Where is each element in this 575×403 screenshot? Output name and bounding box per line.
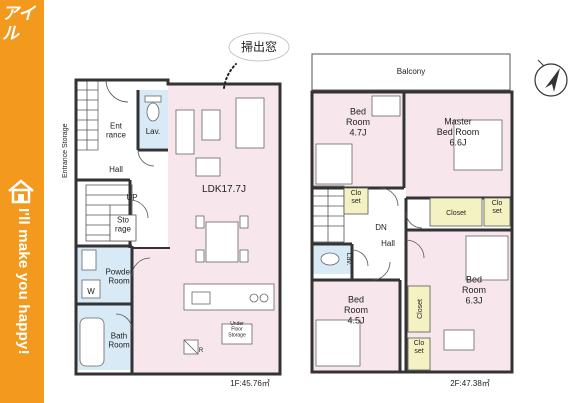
- underfloor-storage-hatch: [221, 323, 253, 345]
- floor1-inner-walls: [76, 90, 168, 374]
- bed-2: [465, 235, 509, 281]
- label-hall-2f: Hall: [381, 239, 395, 248]
- washing-machine: [81, 279, 101, 299]
- door-swing: [131, 257, 151, 277]
- stove-burner: [259, 293, 269, 303]
- washbasin: [81, 249, 97, 271]
- brand-logo: アイル: [2, 4, 36, 44]
- north-arrow-icon: [534, 59, 568, 97]
- closet-b: [429, 197, 483, 227]
- label-balcony: Balcony: [397, 67, 425, 76]
- label-up: UP: [126, 193, 137, 202]
- dining-chair: [195, 249, 205, 263]
- door-swing: [379, 187, 399, 207]
- label-lavatory-2f: Lav.: [345, 253, 352, 266]
- label-lavatory-1f: Lav.: [146, 127, 161, 136]
- stairs-2f: [311, 185, 345, 243]
- label-floor2-area: 2F:47.38㎡: [450, 379, 490, 388]
- toilet-1f: [146, 102, 160, 122]
- door-swing: [115, 313, 133, 331]
- brand-strip: アイル I'll make you happy!: [0, 0, 44, 403]
- label-refrigerator: R: [199, 348, 204, 354]
- door-swing: [129, 199, 149, 219]
- window-leader: [223, 63, 237, 89]
- dining-chair: [195, 215, 205, 229]
- toilet-tank-1f: [144, 95, 162, 103]
- closet-c: [483, 197, 511, 227]
- label-washer: W: [87, 287, 95, 296]
- label-ldk: LDK17.7J: [202, 184, 246, 195]
- label-hall-1f: Hall: [109, 165, 123, 174]
- house-icon: [8, 179, 34, 204]
- door-swing: [351, 249, 369, 267]
- brand-slogan: I'll make you happy!: [15, 208, 32, 355]
- desk-1: [371, 95, 401, 117]
- armchair: [195, 157, 221, 177]
- dining-chair: [239, 215, 249, 229]
- bed-1: [315, 143, 353, 185]
- low-table: [201, 109, 221, 141]
- tv-stand: [175, 109, 195, 155]
- sofa: [235, 97, 265, 149]
- brand-slogan-box: I'll make you happy!: [8, 208, 36, 398]
- label-window: 掃出窓: [241, 39, 277, 54]
- toilet-2f: [320, 252, 340, 266]
- entrance-door-swing: [105, 79, 129, 103]
- closet-e: [407, 337, 431, 371]
- bed-3: [315, 319, 361, 367]
- stove-burner: [249, 293, 259, 303]
- floor1-outer-wall: [74, 78, 282, 376]
- label-entrance-storage: Entrance Storage: [62, 123, 69, 178]
- window-callout-bubble: [228, 32, 290, 62]
- balcony: [311, 53, 511, 91]
- dining-table: [205, 221, 239, 263]
- door-swing: [405, 211, 423, 229]
- storage-box: [109, 214, 137, 242]
- door-swing: [137, 149, 155, 167]
- closet-a: [343, 187, 369, 215]
- label-closet-b: Closet: [446, 210, 466, 217]
- bed-master: [453, 119, 503, 171]
- label-closet-d: Closet: [417, 299, 424, 319]
- door-swing: [371, 261, 391, 281]
- desk-2: [443, 329, 475, 351]
- label-floor1-area: 1F:45.76㎡: [230, 379, 270, 388]
- ldk-annex-floor: [130, 248, 170, 374]
- door-swing: [405, 239, 425, 259]
- closet-d: [407, 285, 431, 333]
- dining-chair: [239, 249, 249, 263]
- sink: [191, 291, 211, 305]
- bathtub: [79, 317, 105, 367]
- label-down: DN: [375, 223, 387, 232]
